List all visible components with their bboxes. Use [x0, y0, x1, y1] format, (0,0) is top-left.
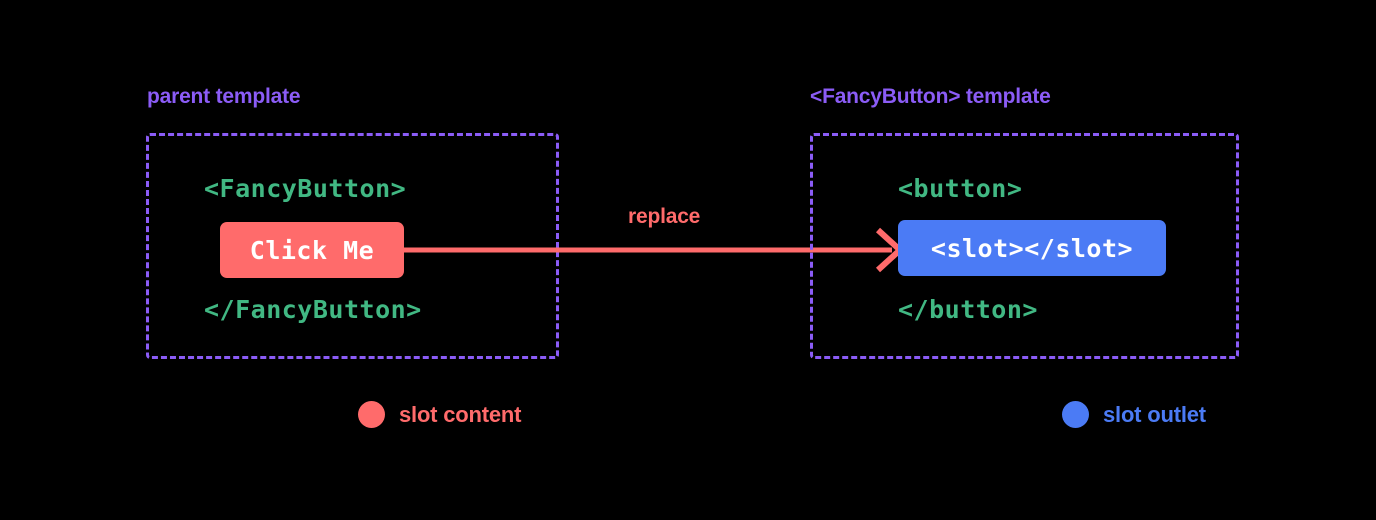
panel-title-parent-template: parent template	[147, 85, 301, 108]
code-close-tag-button: </button>	[898, 295, 1038, 324]
circle-dot-icon-slot-content	[358, 401, 385, 428]
slot-outlet-chip[interactable]: <slot></slot>	[898, 220, 1166, 276]
panel-box-parent-template	[146, 133, 559, 359]
code-open-tag-button: <button>	[898, 174, 1023, 203]
code-open-tag-fancybutton: <FancyButton>	[204, 174, 407, 203]
legend-item-slot-outlet: slot outlet	[1062, 401, 1206, 428]
legend-label-slot-content: slot content	[399, 401, 522, 427]
circle-dot-icon-slot-outlet	[1062, 401, 1089, 428]
legend-label-slot-outlet: slot outlet	[1103, 401, 1206, 427]
slot-content-chip[interactable]: Click Me	[220, 222, 404, 278]
code-close-tag-fancybutton: </FancyButton>	[204, 295, 422, 324]
arrow-label-replace: replace	[628, 205, 701, 228]
panel-box-fancybutton-template	[810, 133, 1239, 359]
panel-title-fancybutton-template: <FancyButton> template	[810, 85, 1051, 108]
legend-item-slot-content: slot content	[358, 401, 521, 428]
